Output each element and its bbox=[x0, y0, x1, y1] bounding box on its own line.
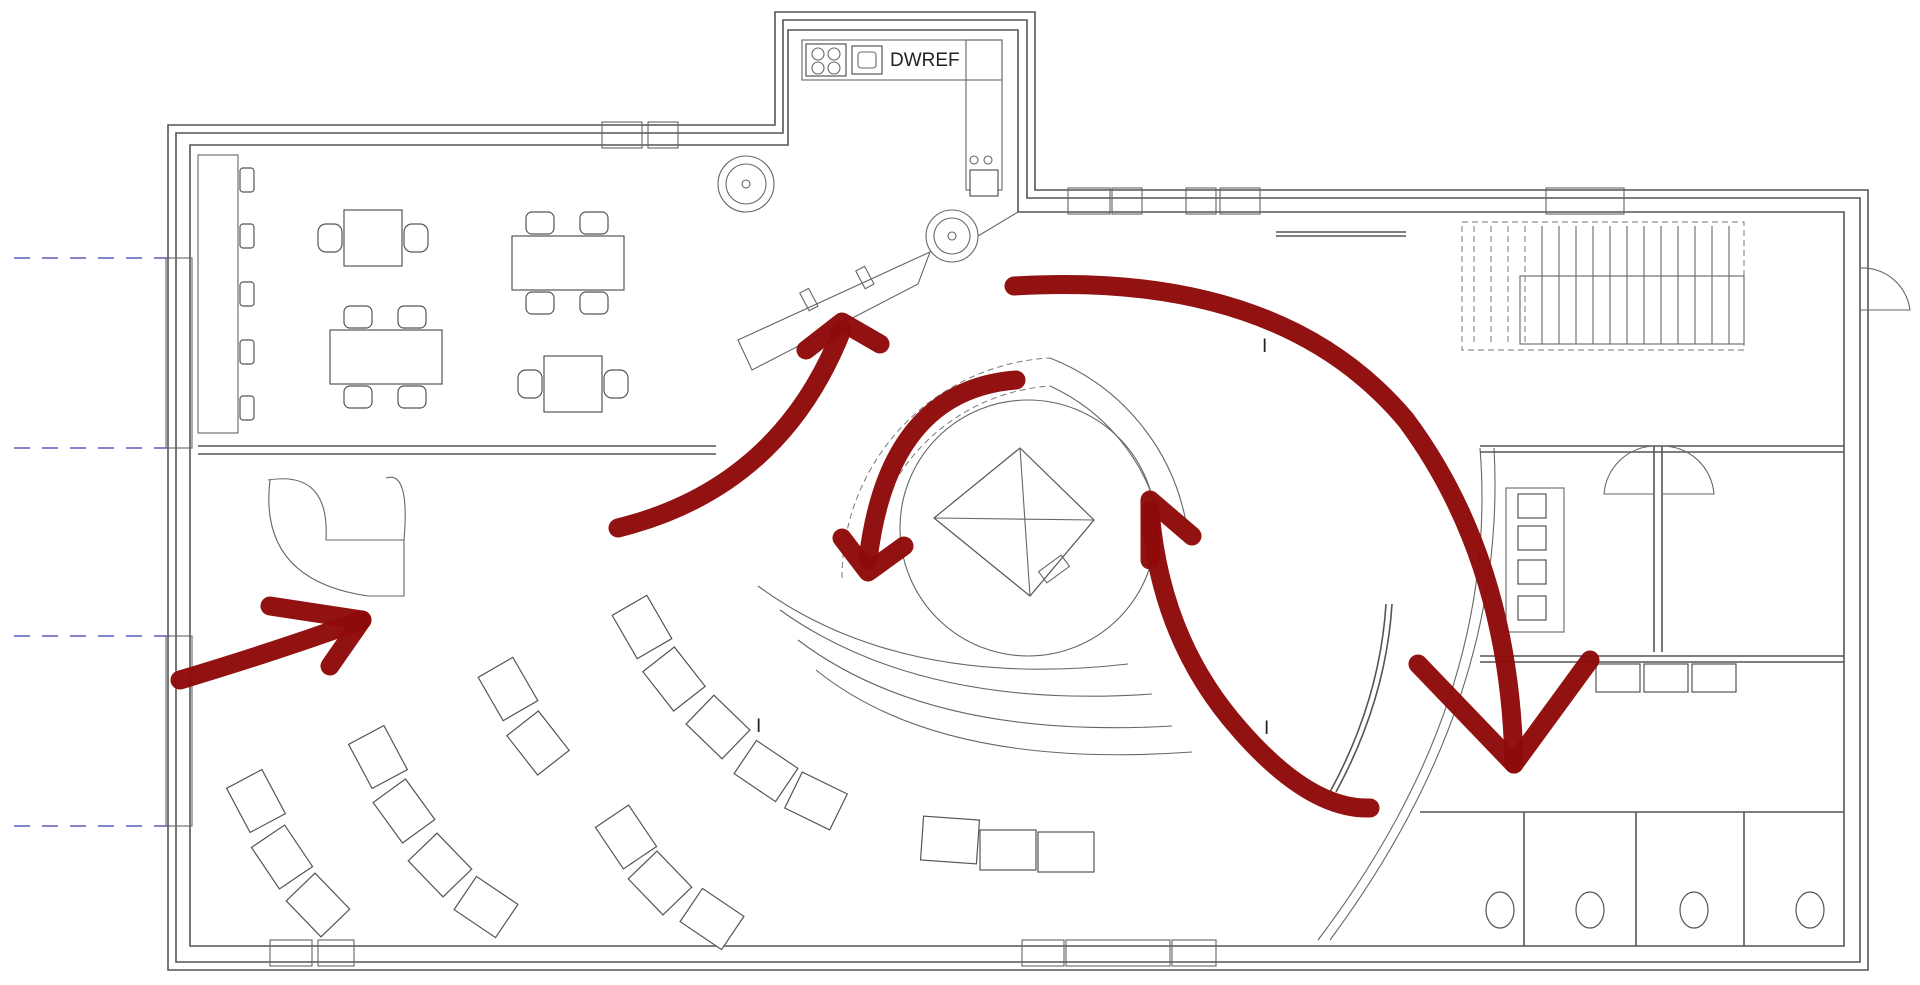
sink-icon bbox=[1517, 559, 1547, 585]
chair-icon bbox=[239, 281, 255, 307]
toilet-icon bbox=[1575, 891, 1605, 929]
spiral-stair-icon bbox=[717, 155, 1019, 371]
dining-room bbox=[197, 154, 716, 455]
table bbox=[329, 329, 443, 385]
chair-icon bbox=[517, 369, 543, 399]
chair-icon bbox=[579, 211, 609, 235]
sink-icon bbox=[1643, 663, 1689, 693]
chair-icon bbox=[239, 223, 255, 249]
table bbox=[543, 355, 603, 413]
display-benches: I I I bbox=[225, 336, 1269, 951]
sink-icon bbox=[1517, 595, 1547, 621]
flow-arrow-icon bbox=[832, 528, 914, 582]
sink-icon bbox=[1691, 663, 1737, 693]
flow-arrow-icon bbox=[1140, 500, 1380, 818]
grid-axes bbox=[14, 257, 170, 827]
svg-text:I: I bbox=[1264, 718, 1269, 739]
flow-arrow-icon bbox=[1408, 650, 1600, 774]
kitchen-label: DWREF bbox=[890, 50, 960, 71]
chair-icon bbox=[343, 305, 373, 329]
chair-icon bbox=[397, 385, 427, 409]
flow-arrow-icon bbox=[1004, 274, 1524, 774]
flow-arrow-icon bbox=[1140, 490, 1202, 570]
chair-icon bbox=[317, 223, 343, 253]
flow-arrow-icon bbox=[796, 312, 890, 360]
sink-icon bbox=[1595, 663, 1641, 693]
chair-icon bbox=[603, 369, 629, 399]
flow-arrow-icon bbox=[260, 596, 372, 676]
chair-icon bbox=[397, 305, 427, 329]
table bbox=[511, 235, 625, 291]
main-staircase bbox=[1276, 221, 1745, 351]
chair-icon bbox=[239, 167, 255, 193]
sink-icon bbox=[969, 169, 999, 197]
restroom-block bbox=[1420, 445, 1844, 946]
chair-icon bbox=[239, 395, 255, 421]
toilet-icon bbox=[1485, 891, 1515, 929]
svg-text:I: I bbox=[1262, 336, 1267, 357]
table bbox=[343, 209, 403, 267]
flow-arrows bbox=[170, 274, 1600, 818]
chair-icon bbox=[525, 211, 555, 235]
central-atrium bbox=[757, 357, 1193, 756]
sink-icon bbox=[851, 45, 883, 75]
chair-icon bbox=[343, 385, 373, 409]
flow-arrow-icon bbox=[858, 370, 1026, 570]
sink-icon bbox=[1517, 525, 1547, 551]
chair-icon bbox=[239, 339, 255, 365]
chair-icon bbox=[525, 291, 555, 315]
chair-icon bbox=[403, 223, 429, 253]
sink-icon bbox=[1517, 493, 1547, 519]
svg-text:I: I bbox=[756, 716, 761, 737]
toilet-icon bbox=[1679, 891, 1709, 929]
stove-icon bbox=[805, 43, 847, 77]
toilet-icon bbox=[1795, 891, 1825, 929]
flow-arrow-icon bbox=[170, 610, 372, 690]
kitchen: DWREF bbox=[801, 39, 1003, 197]
flow-arrow-icon bbox=[608, 320, 852, 538]
chair-icon bbox=[579, 291, 609, 315]
